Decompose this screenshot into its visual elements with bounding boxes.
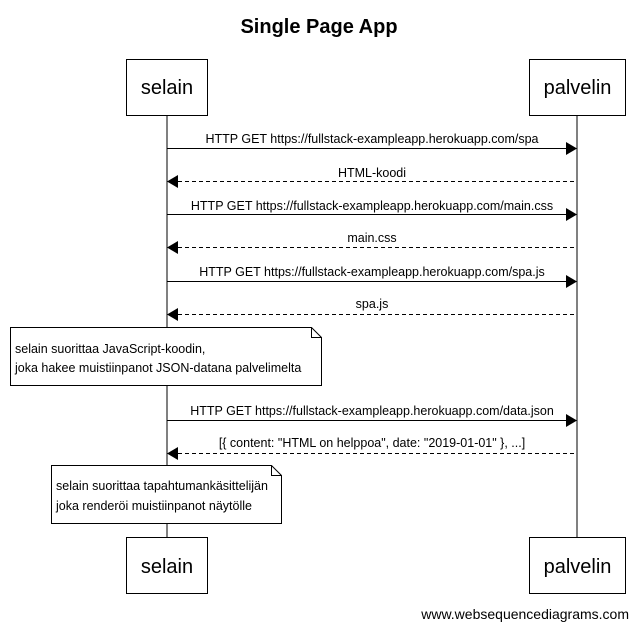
message-1: HTTP GET https://fullstack-exampleapp.he… <box>167 132 577 155</box>
message-7-label: HTTP GET https://fullstack-exampleapp.he… <box>190 404 554 418</box>
client-actor-bottom: selain <box>126 537 208 594</box>
diagram-title: Single Page App <box>240 16 397 38</box>
note-1-line-1: selain suorittaa JavaScript-koodin, <box>15 342 205 356</box>
message-8-label: [{ content: "HTML on helppoa", date: "20… <box>219 436 525 450</box>
message-2-label: HTML-koodi <box>338 166 406 180</box>
message-3-label: HTTP GET https://fullstack-exampleapp.he… <box>191 199 553 213</box>
message-3: HTTP GET https://fullstack-exampleapp.he… <box>167 199 577 221</box>
message-4: main.css <box>167 231 577 254</box>
message-1-label: HTTP GET https://fullstack-exampleapp.he… <box>205 132 538 146</box>
server-actor-bottom: palvelin <box>529 537 626 594</box>
message-1-arrowhead <box>566 142 577 155</box>
message-5-arrowhead <box>566 275 577 288</box>
message-5-label: HTTP GET https://fullstack-exampleapp.he… <box>199 265 545 279</box>
message-7: HTTP GET https://fullstack-exampleapp.he… <box>167 404 577 427</box>
message-4-label: main.css <box>347 231 396 245</box>
client-actor-top-label: selain <box>141 77 193 99</box>
note-1: selain suorittaa JavaScript-koodin, joka… <box>10 327 322 386</box>
message-8: [{ content: "HTML on helppoa", date: "20… <box>167 436 577 460</box>
message-3-arrowhead <box>566 208 577 221</box>
server-actor-top-label: palvelin <box>544 77 612 99</box>
note-2-line-2: joka renderöi muistiinpanot näytölle <box>55 499 252 513</box>
client-actor-top: selain <box>126 59 208 116</box>
message-7-arrowhead <box>566 414 577 427</box>
client-actor-bottom-label: selain <box>141 556 193 578</box>
message-8-arrowhead <box>167 447 178 460</box>
message-6-arrowhead <box>167 308 178 321</box>
footer-watermark: www.websequencediagrams.com <box>420 606 629 622</box>
note-2: selain suorittaa tapahtumankäsittelijän … <box>51 465 282 524</box>
note-2-line-1: selain suorittaa tapahtumankäsittelijän <box>56 479 268 493</box>
note-1-line-2: joka hakee muistiinpanot JSON-datana pal… <box>14 361 301 375</box>
message-4-arrowhead <box>167 241 178 254</box>
server-actor-top: palvelin <box>529 59 626 116</box>
message-5: HTTP GET https://fullstack-exampleapp.he… <box>167 265 577 288</box>
message-6-label: spa.js <box>356 297 389 311</box>
message-2-arrowhead <box>167 175 178 188</box>
message-2: HTML-koodi <box>167 166 577 188</box>
message-6: spa.js <box>167 297 577 321</box>
server-actor-bottom-label: palvelin <box>544 556 612 578</box>
